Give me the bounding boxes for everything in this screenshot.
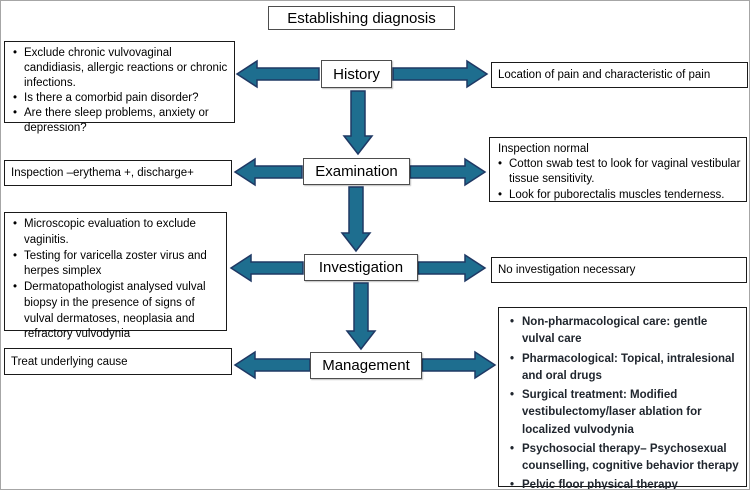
stage-history: History	[321, 60, 392, 88]
arrow-management-right	[421, 350, 497, 380]
list-item: Pharmacological: Topical, intralesional …	[505, 351, 740, 386]
list-item: Psychosocial therapy– Psychosexual couns…	[505, 441, 740, 476]
stage-investigation: Investigation	[304, 254, 418, 281]
examination-right-box: Inspection normal Cotton swab test to lo…	[489, 137, 747, 203]
management-left-box: Treat underlying cause	[4, 348, 232, 375]
diagram-title: Establishing diagnosis	[268, 6, 455, 30]
management-right-box: Non-pharmacological care: gentle vulval …	[498, 307, 747, 489]
list-item: Dermatopathologist analysed vulval biops…	[9, 280, 221, 343]
arrow-examination-left	[233, 157, 303, 187]
list-item: Pelvic floor physical therapy	[505, 477, 740, 489]
arrow-history-left	[235, 59, 320, 89]
list-item: Are there sleep problems, anxiety or dep…	[9, 106, 229, 136]
examination-right-list: Cotton swab test to look for vaginal ves…	[494, 157, 741, 203]
arrow-investigation-left	[229, 253, 304, 283]
list-item: Testing for varicella zoster virus and h…	[9, 249, 221, 281]
arrow-investigation-right	[417, 253, 487, 283]
list-item: Non-pharmacological care: gentle vulval …	[505, 314, 740, 349]
arrow-examination-to-investigation	[340, 186, 372, 253]
arrow-examination-right	[409, 157, 487, 187]
history-left-box: Exclude chronic vulvovaginal candidiasis…	[4, 41, 235, 134]
investigation-right-box: No investigation necessary	[491, 257, 747, 283]
stage-examination: Examination	[303, 158, 410, 185]
history-left-list: Exclude chronic vulvovaginal candidiasis…	[9, 46, 229, 136]
arrow-management-left	[233, 350, 311, 380]
investigation-left-box: Microscopic evaluation to exclude vagini…	[4, 212, 227, 340]
arrow-history-right	[392, 59, 489, 89]
list-item: Cotton swab test to look for vaginal ves…	[494, 157, 741, 187]
investigation-left-list: Microscopic evaluation to exclude vagini…	[9, 217, 221, 343]
list-item: Microscopic evaluation to exclude vagini…	[9, 217, 221, 249]
history-right-box: Location of pain and characteristic of p…	[491, 62, 748, 88]
examination-right-heading: Inspection normal	[498, 143, 589, 155]
arrow-investigation-to-management	[345, 282, 377, 351]
management-right-list: Non-pharmacological care: gentle vulval …	[505, 314, 740, 489]
examination-left-box: Inspection –erythema +, discharge+	[4, 160, 232, 186]
list-item: Surgical treatment: Modified vestibulect…	[505, 387, 740, 439]
list-item: Look for puborectalis muscles tenderness…	[494, 188, 741, 203]
stage-management: Management	[310, 352, 422, 379]
arrow-history-to-examination	[342, 90, 374, 156]
list-item: Is there a comorbid pain disorder?	[9, 91, 229, 106]
list-item: Exclude chronic vulvovaginal candidiasis…	[9, 46, 229, 91]
